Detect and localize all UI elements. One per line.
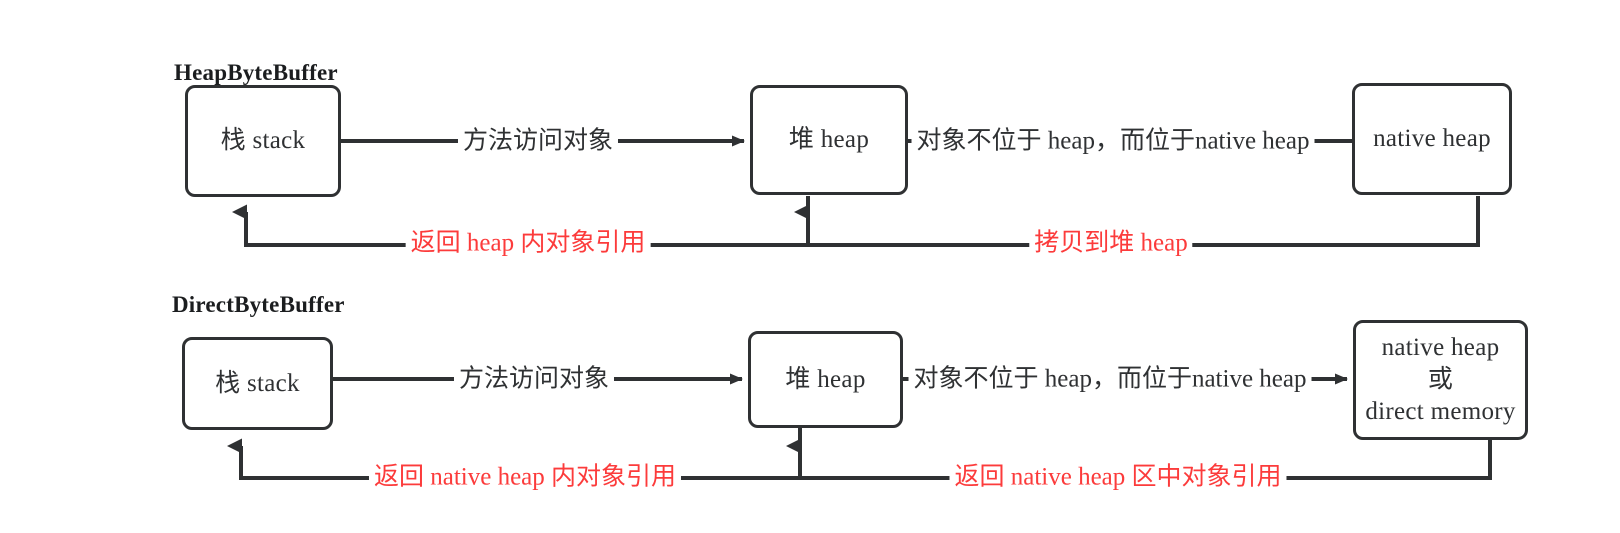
node-row2-stack-label: 栈 stack — [215, 369, 300, 397]
node-row2-heap[interactable]: 堆 heap — [748, 331, 903, 428]
node-row2-native-heap-line3: direct memory — [1365, 398, 1516, 425]
node-row1-heap[interactable]: 堆 heap — [750, 85, 908, 195]
group-title-directbytebuffer: DirectByteBuffer — [172, 292, 345, 317]
node-row1-heap-label: 堆 heap — [788, 126, 870, 153]
node-row2-stack[interactable]: 栈 stack — [182, 337, 333, 430]
node-row1-native-heap-label: native heap — [1373, 125, 1491, 152]
group-title-heapbytebuffer: HeapByteBuffer — [174, 60, 338, 85]
node-row2-native-heap-line1: native heap — [1381, 334, 1500, 361]
edge-label-row2-return-native-heap-area-ref: 返回 native heap 区中对象引用 — [949, 464, 1287, 490]
edge-label-row2-return-native-heap-ref: 返回 native heap 内对象引用 — [368, 464, 682, 490]
edge-label-row2-stack-to-heap: 方法访问对象 — [453, 366, 615, 392]
node-row1-stack[interactable]: 栈 stack — [185, 85, 341, 197]
node-row1-stack-label: 栈 stack — [220, 127, 306, 154]
edge-label-row1-heap-to-native: 对象不位于 heap，而位于native heap — [911, 128, 1315, 154]
node-row2-native-heap-or-direct-memory[interactable]: native heap 或 direct memory — [1353, 320, 1528, 440]
node-row2-native-heap-line2: 或 — [1427, 366, 1454, 393]
node-row2-heap-label: 堆 heap — [785, 365, 866, 393]
edge-label-row2-heap-to-native: 对象不位于 heap，而位于native heap — [908, 366, 1312, 392]
edge-label-row1-copy-to-heap: 拷贝到堆 heap — [1029, 230, 1193, 256]
node-row1-native-heap[interactable]: native heap — [1352, 83, 1512, 195]
edge-label-row1-stack-to-heap: 方法访问对象 — [457, 128, 619, 154]
edge-label-row1-return-heap-ref: 返回 heap 内对象引用 — [405, 230, 651, 256]
